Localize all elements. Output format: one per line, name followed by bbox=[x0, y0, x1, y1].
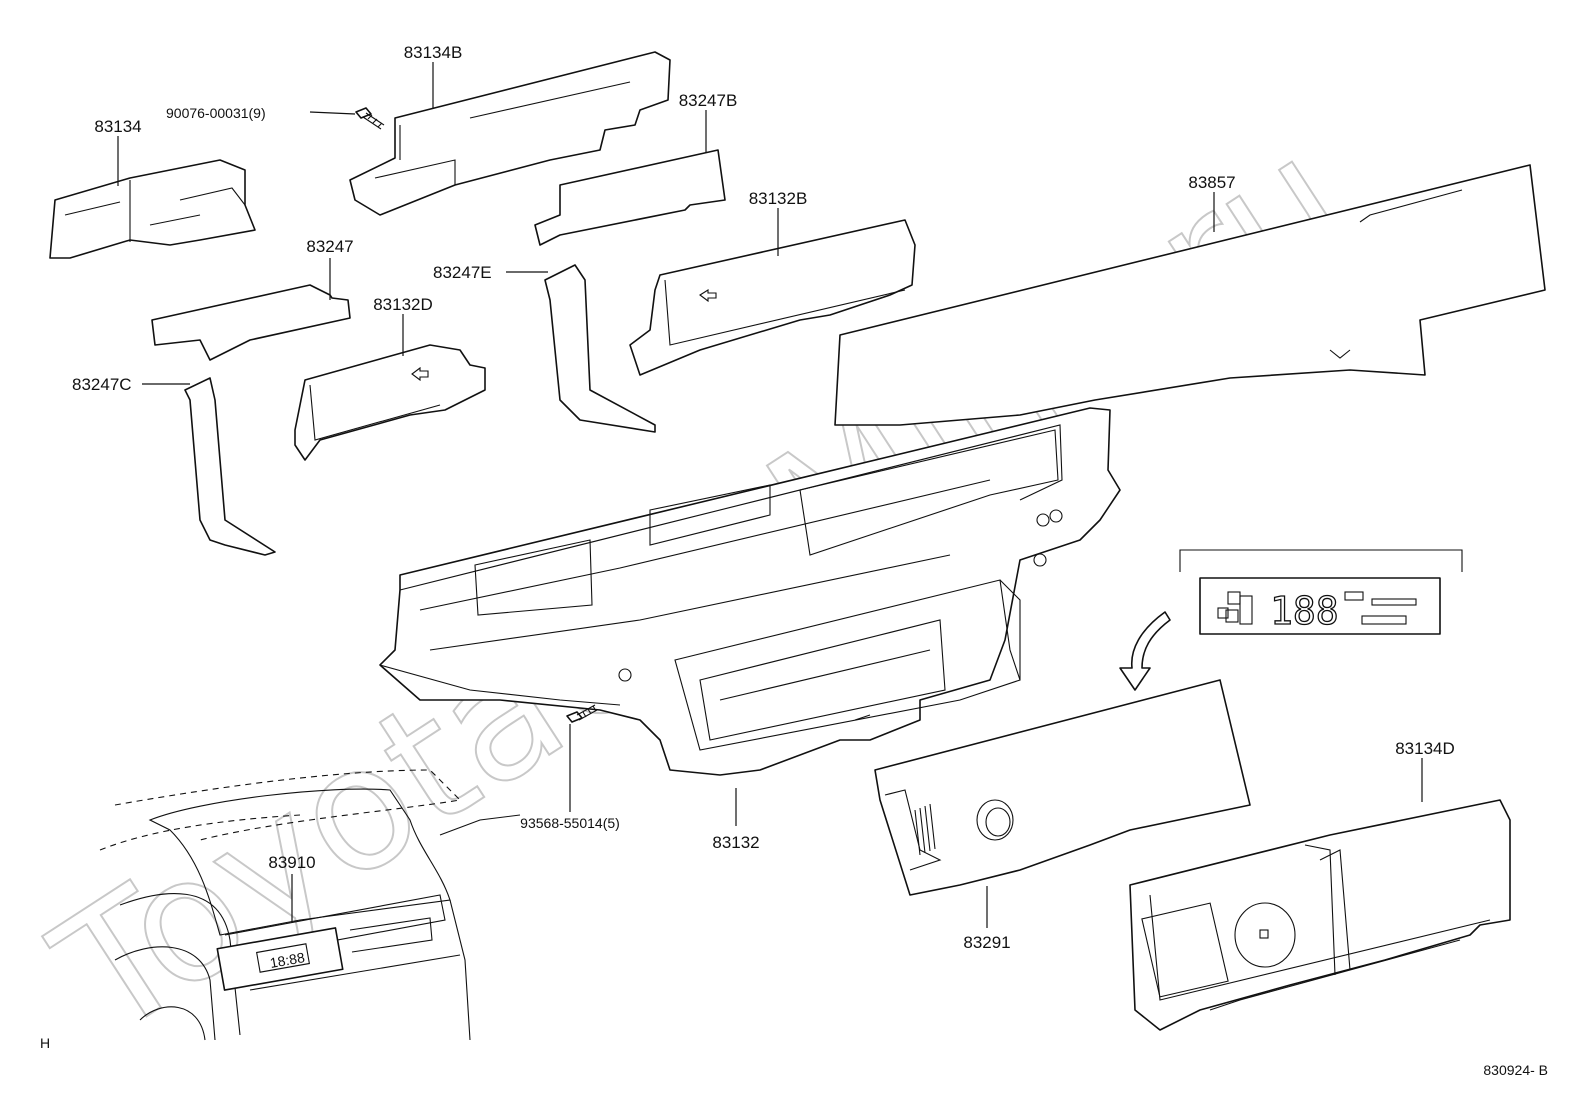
part-83134B-bracket bbox=[349, 51, 671, 216]
part-83132B-cover bbox=[629, 219, 916, 376]
part-83247E-strip bbox=[544, 264, 656, 433]
part-83857-panel bbox=[834, 164, 1546, 426]
part-83132D-cover bbox=[294, 344, 486, 461]
label-83247E: 83247E bbox=[433, 263, 492, 282]
part-83134-bracket bbox=[49, 159, 256, 259]
label-83247B: 83247B bbox=[679, 91, 738, 110]
part-83247B-strip bbox=[534, 149, 726, 246]
curved-arrow bbox=[1119, 611, 1171, 691]
label-83132D: 83132D bbox=[373, 295, 433, 314]
label-83134: 83134 bbox=[94, 117, 141, 136]
label-83291: 83291 bbox=[963, 933, 1010, 952]
part-83291-board bbox=[874, 679, 1251, 896]
screw-90076 bbox=[355, 107, 385, 130]
part-83134D-housing bbox=[1129, 799, 1511, 1031]
label-83247C: 83247C bbox=[72, 375, 132, 394]
label-83132: 83132 bbox=[712, 833, 759, 852]
label-83247: 83247 bbox=[306, 237, 353, 256]
part-83247-strip bbox=[151, 284, 351, 361]
label-83134D: 83134D bbox=[1395, 739, 1455, 758]
inset-clock-digits: 18:88 bbox=[269, 949, 306, 971]
label-screw-90076: 90076-00031(9) bbox=[166, 105, 266, 121]
label-83857: 83857 bbox=[1188, 173, 1235, 192]
screw-93568 bbox=[566, 704, 598, 723]
diagram-code: 830924- B bbox=[1483, 1062, 1548, 1078]
display-digits: 188 bbox=[1270, 589, 1339, 633]
label-83132B: 83132B bbox=[749, 189, 808, 208]
display-detail bbox=[1179, 549, 1463, 635]
part-83132-housing bbox=[379, 407, 1121, 776]
label-83910: 83910 bbox=[268, 853, 315, 872]
label-screw-93568: 93568-55014(5) bbox=[520, 815, 620, 831]
corner-mark: H bbox=[40, 1035, 50, 1051]
label-83134B: 83134B bbox=[404, 43, 463, 62]
part-83247C-strip bbox=[184, 377, 276, 556]
dashboard-inset bbox=[99, 769, 521, 1041]
leader-lines bbox=[117, 62, 1423, 928]
